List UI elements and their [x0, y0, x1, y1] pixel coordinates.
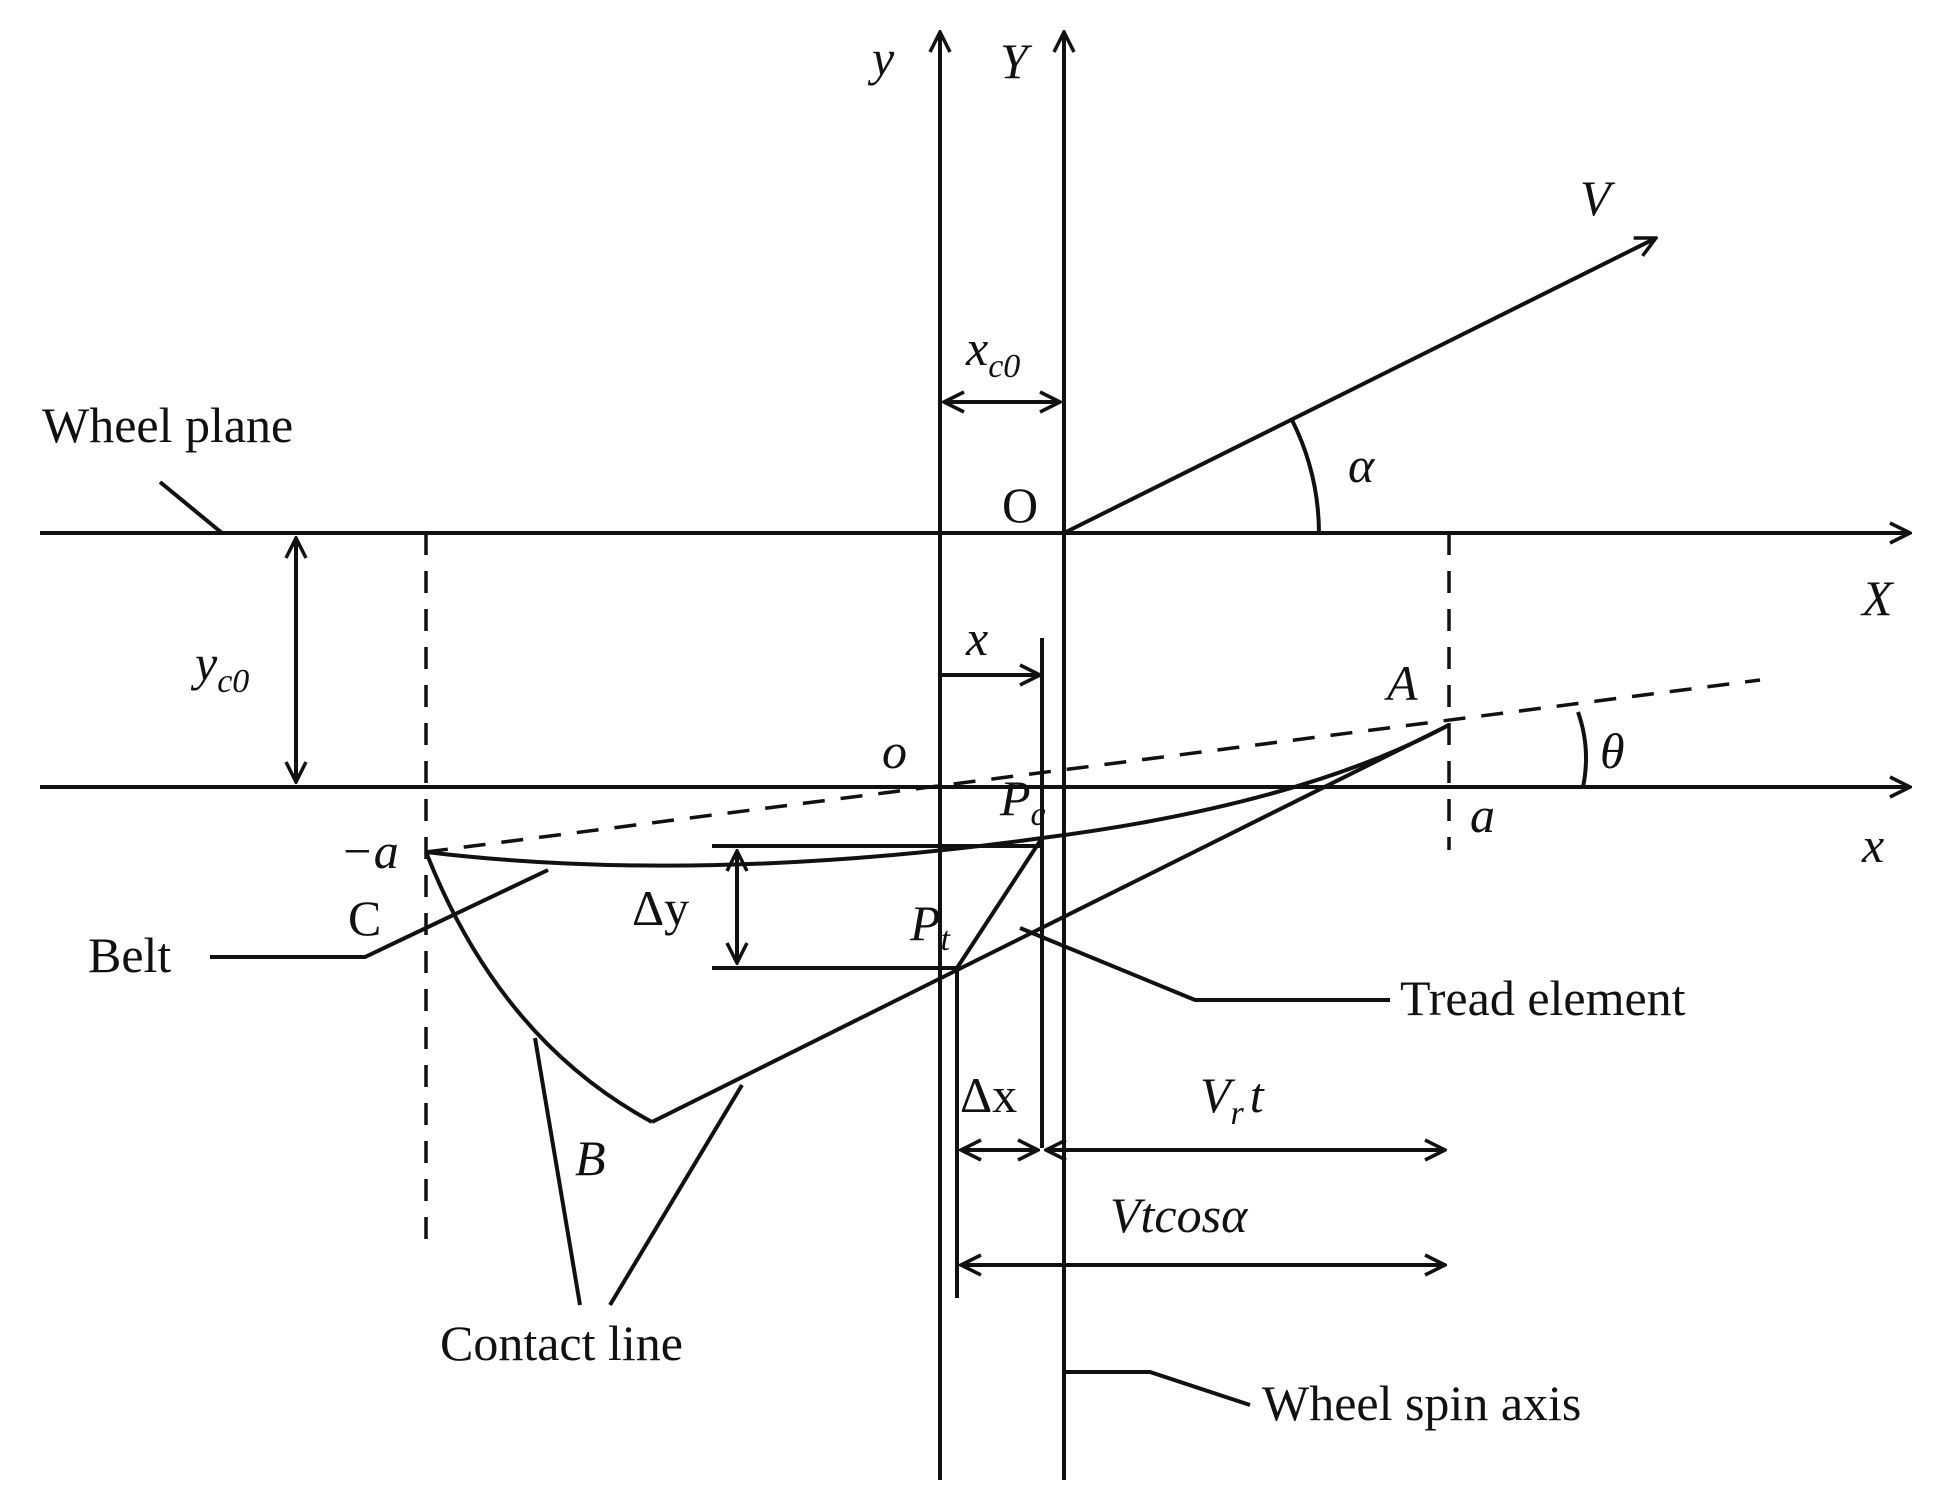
pc-label: Pc	[999, 770, 1046, 833]
contact-line-label: Contact line	[440, 1315, 683, 1371]
tread-segment	[955, 836, 1044, 970]
tread-element-label: Tread element	[1400, 970, 1686, 1026]
wheel-plane-label: Wheel plane	[42, 397, 293, 453]
point-a-label: A	[1384, 655, 1418, 711]
y-axis-small-label: y	[867, 30, 895, 86]
belt-label: Belt	[88, 927, 171, 983]
contact-line-leader-1	[533, 1037, 582, 1306]
xc0-sub: c0	[988, 348, 1020, 385]
x-offset-label: x	[965, 610, 988, 666]
neg-a-label: −a	[340, 823, 399, 879]
delta-y-text: Δy	[632, 880, 689, 936]
theta-dashed-line	[425, 678, 1761, 854]
point-c-label: C	[348, 890, 381, 946]
x-axis-small-label: x	[1861, 817, 1884, 873]
yc0-sub: c0	[217, 663, 249, 700]
a-right-label: a	[1470, 787, 1495, 843]
xc0-main: x	[965, 320, 988, 376]
vr-main: V	[1200, 1067, 1236, 1123]
delta-y-label: Δy	[632, 880, 689, 936]
theta-arc	[1576, 711, 1588, 788]
alpha-label: α	[1348, 437, 1376, 493]
point-b-label: B	[575, 1130, 606, 1186]
contact-line-curve	[424, 851, 653, 1124]
contact-line-leader-2	[608, 1083, 744, 1307]
y-axis-big-label: Y	[1000, 33, 1033, 89]
pc-sub: c	[1031, 796, 1046, 833]
origin-big-label: O	[1002, 477, 1038, 533]
origin-small-label: o	[882, 723, 907, 779]
spin-axis-leader	[1064, 1370, 1251, 1407]
yc0-main: y	[190, 635, 218, 691]
velocity-label: V	[1580, 170, 1616, 226]
velocity-vector	[1063, 236, 1656, 535]
pt-label: Pt	[909, 895, 952, 958]
theta-label: θ	[1600, 723, 1625, 779]
vr-t: t	[1250, 1067, 1265, 1123]
yc0-label: yc0	[190, 635, 249, 700]
pt-sub: t	[941, 921, 952, 958]
pc-main: P	[999, 770, 1031, 826]
wheel-plane-leader	[158, 480, 224, 535]
delta-x-label: Δx	[960, 1067, 1017, 1123]
vr-sub: r	[1231, 1095, 1245, 1132]
vt-cos-label: Vtcosα	[1110, 1187, 1249, 1243]
belt-leader	[210, 868, 549, 959]
xc0-label: xc0	[965, 320, 1020, 385]
wheel-spin-axis-label: Wheel spin axis	[1262, 1375, 1581, 1431]
belt-curve	[425, 723, 1450, 868]
contact-line-straight	[651, 723, 1450, 1124]
tread-element-leader	[1019, 926, 1390, 1002]
alpha-arc	[1290, 419, 1321, 534]
pt-main: P	[909, 895, 941, 951]
x-axis-big-label: X	[1860, 570, 1895, 626]
